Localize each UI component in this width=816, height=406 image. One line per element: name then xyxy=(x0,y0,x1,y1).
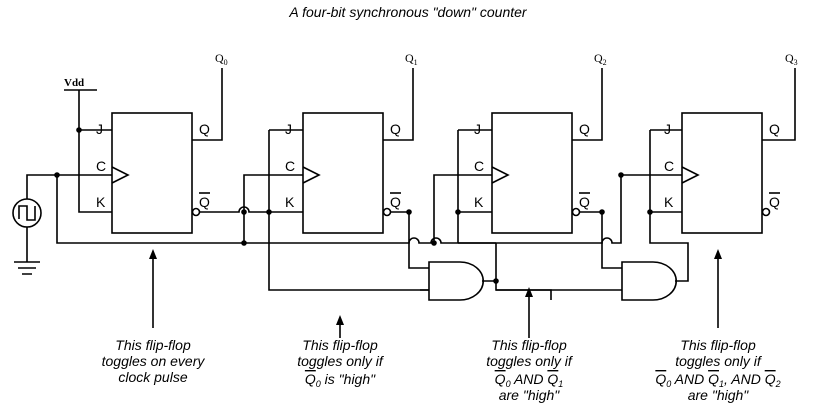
clock-bus xyxy=(56,174,682,244)
ff3-pin-c: C xyxy=(664,158,674,174)
ff1-pin-c: C xyxy=(285,158,295,174)
svg-text:Q0 is "high": Q0 is "high" xyxy=(305,371,376,389)
svg-text:Q0 AND Q1: Q0 AND Q1 xyxy=(495,371,564,389)
svg-text:Q1: Q1 xyxy=(405,51,418,67)
ff0-pin-k: K xyxy=(96,194,106,210)
gate1-to-ff2 xyxy=(457,212,496,244)
svg-text:Q0: Q0 xyxy=(215,51,228,67)
vdd-label: Vdd xyxy=(64,77,84,89)
svg-text:toggles only if: toggles only if xyxy=(675,353,763,369)
ff2-pin-k: K xyxy=(474,194,484,210)
svg-text:clock pulse: clock pulse xyxy=(118,369,187,385)
q-output-wires xyxy=(192,68,796,141)
and-gate-1 xyxy=(420,243,552,301)
clock-source xyxy=(12,174,112,275)
ff2-pin-c: C xyxy=(474,158,484,174)
and-gate-2 xyxy=(496,212,689,301)
ff1-pin-j: J xyxy=(285,121,292,137)
ff3-pin-k: K xyxy=(664,194,674,210)
note-ff3: This flip-flop toggles only if Q0 AND Q1… xyxy=(655,337,780,403)
output-label-q0: Q0 xyxy=(215,51,228,67)
flip-flop-0: J C K Q Q xyxy=(96,112,210,234)
note-ff2: This flip-flop toggles only if Q0 AND Q1… xyxy=(486,337,574,403)
diagram-title: A four-bit synchronous "down" counter xyxy=(288,4,528,20)
ff3-pin-qbar: Q xyxy=(769,194,780,210)
svg-text:This flip-flop: This flip-flop xyxy=(680,337,756,353)
svg-text:Q3: Q3 xyxy=(785,51,798,67)
svg-text:are "high": are "high" xyxy=(688,387,750,403)
ff1-pin-q: Q xyxy=(390,121,401,137)
ff1-pin-k: K xyxy=(285,194,295,210)
ff2-pin-qbar: Q xyxy=(579,194,590,210)
svg-text:Q0 AND Q1, AND Q2: Q0 AND Q1, AND Q2 xyxy=(655,371,780,389)
ff2-pin-j: J xyxy=(474,121,481,137)
note-ff0: This flip-flop toggles on every clock pu… xyxy=(102,337,206,385)
svg-text:are "high": are "high" xyxy=(499,387,561,403)
svg-text:Q2: Q2 xyxy=(594,51,607,67)
svg-text:toggles on every: toggles on every xyxy=(102,353,206,369)
ff3-pin-j: J xyxy=(664,121,671,137)
note-ff1: This flip-flop toggles only if Q0 is "hi… xyxy=(297,337,385,389)
svg-text:toggles only if: toggles only if xyxy=(297,353,385,369)
flip-flop-2: J C K Q Q xyxy=(474,112,590,234)
output-label-q1: Q1 xyxy=(405,51,418,67)
ff0-pin-c: C xyxy=(96,158,106,174)
svg-text:This flip-flop: This flip-flop xyxy=(115,337,191,353)
svg-text:This flip-flop: This flip-flop xyxy=(491,337,567,353)
output-label-q3: Q3 xyxy=(785,51,798,67)
ff0-pin-j: J xyxy=(96,121,103,137)
ff3-pin-q: Q xyxy=(769,121,780,137)
ff0-pin-q: Q xyxy=(199,121,210,137)
junction-dots xyxy=(54,127,653,284)
flip-flop-3: J C K Q Q xyxy=(664,112,780,234)
output-label-q2: Q2 xyxy=(594,51,607,67)
ff0-pin-qbar: Q xyxy=(199,194,210,210)
ff2-pin-q: Q xyxy=(579,121,590,137)
ff1-pin-qbar: Q xyxy=(390,194,401,210)
svg-text:toggles only if: toggles only if xyxy=(486,353,574,369)
annotation-arrows xyxy=(149,249,722,338)
flip-flop-1: J C K Q Q xyxy=(285,112,401,234)
svg-text:This flip-flop: This flip-flop xyxy=(302,337,378,353)
